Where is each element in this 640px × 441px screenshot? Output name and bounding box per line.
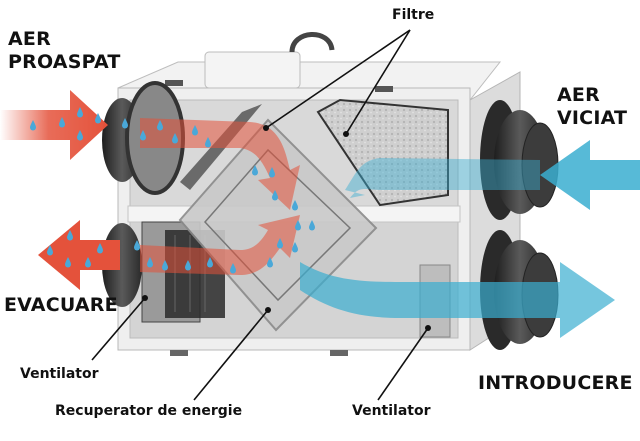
label-filters: Filtre [392,7,435,23]
stale-air-flow [345,140,640,210]
label-supply: INTRODUCERE [478,372,633,394]
label-fresh-air-line1: AER [8,28,51,50]
label-fan-left: Ventilator [20,366,99,382]
label-exhaust: EVACUARE [4,294,118,316]
label-fresh-air: AER PROASPAT [8,30,121,72]
label-stale-air-line2: VICIAT [557,107,628,129]
label-stale-air-line1: AER [557,84,600,106]
exhaust-flow [38,215,300,290]
label-fresh-air-line2: PROASPAT [8,51,121,73]
fresh-air-flow [0,90,300,210]
label-stale-air: AER VICIAT [557,86,627,128]
leader-dots [142,125,431,331]
leader-lines [91,29,429,401]
label-energy-recovery-core: Recuperator de energie [55,403,243,419]
supply-air-flow [300,262,615,338]
label-fan-right: Ventilator [352,403,431,419]
